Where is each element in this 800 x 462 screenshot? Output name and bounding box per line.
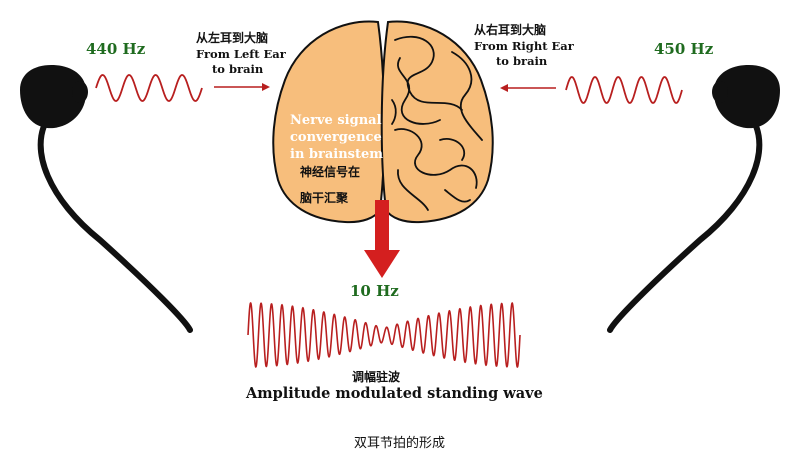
down-arrow-icon (364, 200, 400, 278)
left-label-en-line1: From Left Ear (196, 47, 287, 61)
brain-label-en-line2: convergence (290, 130, 382, 145)
beat-label-cn: 调幅驻波 (352, 369, 401, 384)
brain-label-cn-line2: 脑干汇聚 (299, 190, 349, 205)
right-arrow-icon (500, 84, 556, 92)
left-label-cn: 从左耳到大脑 (196, 30, 268, 45)
right-label-en-line1: From Right Ear (474, 39, 575, 53)
right-earbud-icon (607, 65, 780, 333)
beat-label-en: Amplitude modulated standing wave (245, 385, 543, 402)
brain-label-en-line1: Nerve signal (290, 113, 382, 128)
brain-folds (391, 35, 483, 211)
right-frequency-label: 450 Hz (654, 40, 714, 58)
right-ear-wave (565, 76, 683, 104)
amplitude-modulated-wave (247, 302, 521, 368)
left-ear-wave (95, 74, 203, 102)
figure-caption: 双耳节拍的形成 (354, 435, 445, 451)
brain-label-en-line3: in brainstem (290, 147, 383, 162)
right-label-cn: 从右耳到大脑 (474, 22, 546, 37)
left-arrow-icon (214, 83, 270, 91)
left-frequency-label: 440 Hz (86, 40, 146, 58)
right-label-en-line2: to brain (496, 54, 548, 68)
left-earbud-icon (20, 65, 193, 333)
brain-label-cn-line1: 神经信号在 (300, 164, 360, 179)
beat-frequency-label: 10 Hz (350, 282, 399, 300)
brain-icon (272, 20, 494, 224)
left-label-en-line2: to brain (212, 62, 264, 76)
